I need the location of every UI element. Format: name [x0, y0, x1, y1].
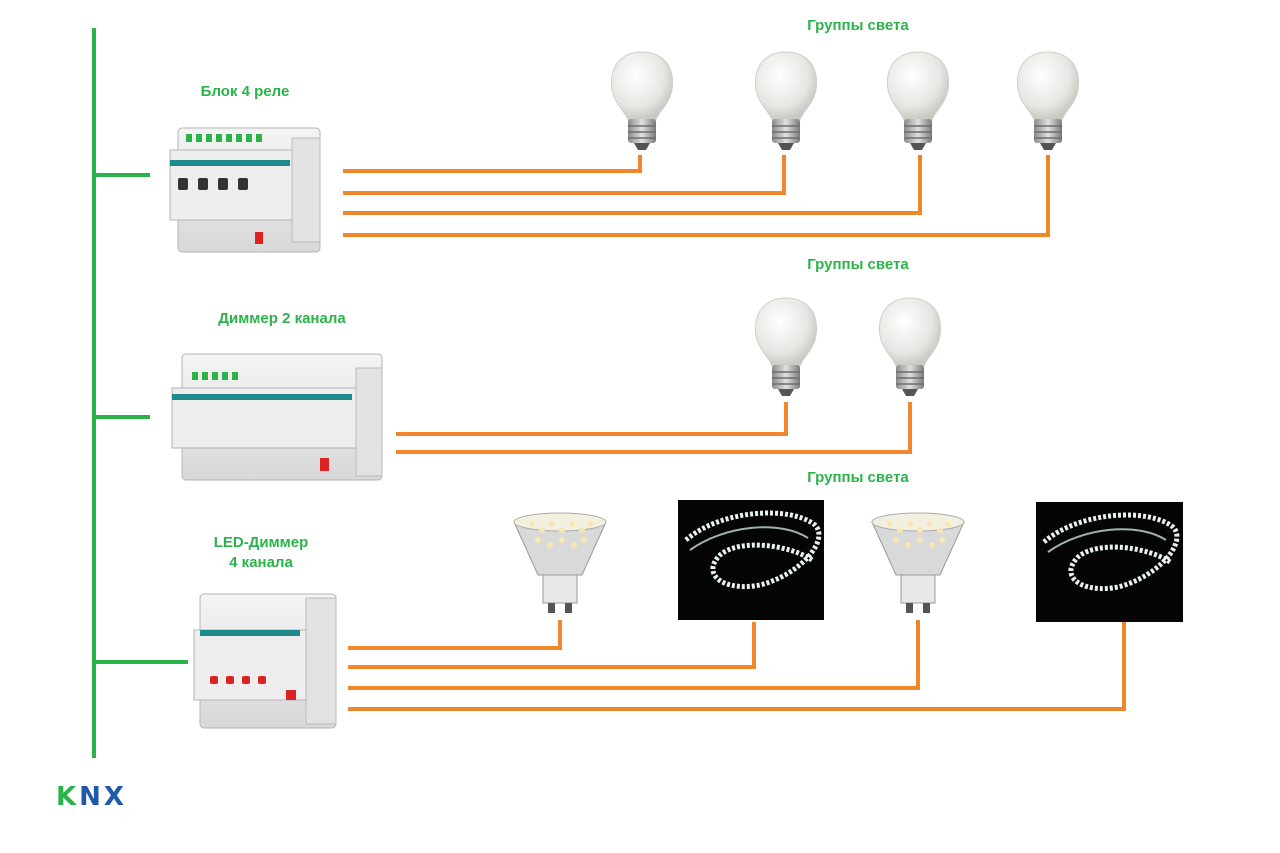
wire-led-1 — [348, 620, 562, 650]
wire-relay-1 — [343, 155, 642, 173]
bulb-icon — [755, 51, 817, 150]
led-dimmer-label-line1: LED-Диммер — [213, 534, 309, 551]
load-wires — [343, 155, 1126, 711]
wire-led-3 — [348, 620, 920, 690]
led-strip-icon — [678, 500, 824, 620]
knx-logo-n: N — [79, 782, 104, 812]
led-dimmer-label: LED-Диммер 4 канала — [186, 533, 336, 573]
bulb-icon — [879, 297, 941, 396]
light-groups-title-1: Группы света — [807, 17, 909, 34]
bulb-group-2 — [755, 297, 941, 396]
led-dimmer-device — [193, 593, 337, 729]
bulb-icon — [611, 51, 673, 150]
bulb-icon — [755, 297, 817, 396]
wire-dimmer-1 — [396, 402, 788, 436]
knx-logo-x: X — [103, 782, 127, 812]
dimmer-label: Диммер 2 канала — [218, 310, 346, 327]
wire-led-4 — [348, 622, 1126, 711]
wire-relay-3 — [343, 155, 922, 215]
knx-logo: KNX — [56, 782, 127, 812]
dimmer-device — [171, 353, 383, 481]
knx-bus — [92, 28, 188, 758]
wire-dimmer-2 — [396, 402, 912, 454]
gu10-spot-icon — [871, 512, 965, 613]
light-groups-title-2: Группы света — [807, 256, 909, 273]
led-dimmer-label-line2: 4 канала — [229, 554, 293, 571]
bulb-icon — [1017, 51, 1079, 150]
relay-block-device — [169, 127, 321, 253]
led-strip-icon — [1036, 502, 1183, 622]
wire-led-2 — [348, 622, 756, 669]
bulb-group-1 — [611, 51, 1079, 150]
knx-logo-k: K — [56, 782, 80, 812]
bulb-icon — [887, 51, 949, 150]
wire-relay-2 — [343, 155, 786, 195]
relay-block-label: Блок 4 реле — [200, 83, 290, 100]
gu10-spot-icon — [513, 512, 607, 613]
wire-relay-4 — [343, 155, 1050, 237]
led-group — [513, 500, 1183, 622]
light-groups-title-3: Группы света — [807, 469, 909, 486]
